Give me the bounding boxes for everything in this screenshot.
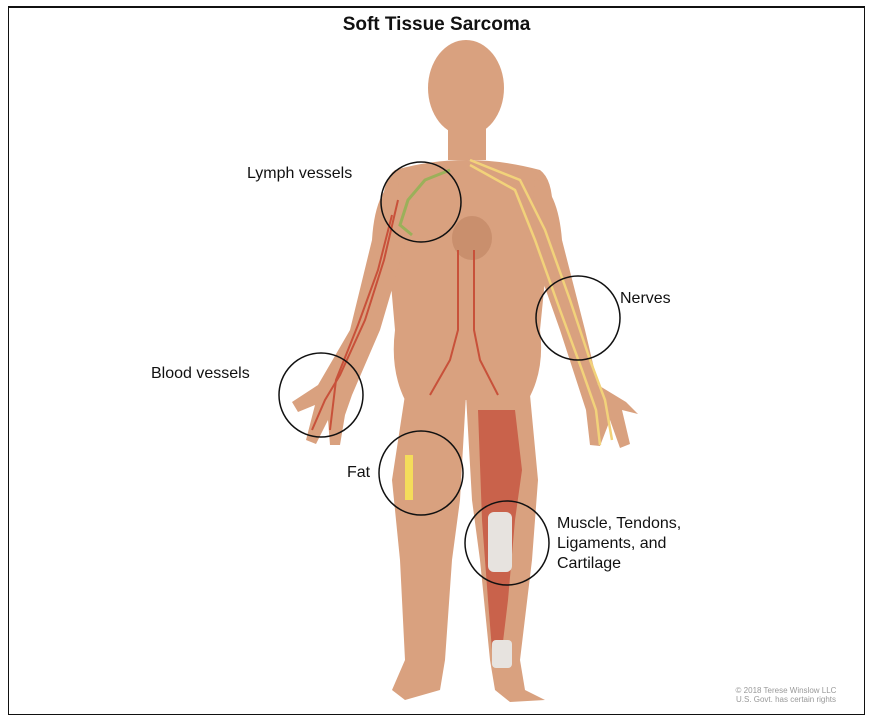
knee-bone [488, 512, 512, 572]
fat-strip [405, 455, 413, 500]
head [428, 40, 504, 136]
label-muscle-tendons: Muscle, Tendons, Ligaments, and Cartilag… [557, 514, 681, 574]
body-silhouette [292, 40, 638, 702]
right-arm [530, 178, 638, 448]
credit-line-2: U.S. Govt. has certain rights [706, 695, 866, 704]
credit-line-1: © 2018 Terese Winslow LLC [706, 686, 866, 695]
left-leg [392, 395, 466, 700]
neck [448, 125, 486, 160]
left-arm [292, 178, 405, 445]
label-muscle-line-2: Ligaments, and [557, 534, 681, 554]
label-muscle-line-3: Cartilage [557, 554, 681, 574]
label-blood-vessels: Blood vessels [151, 364, 250, 384]
label-muscle-line-1: Muscle, Tendons, [557, 514, 681, 534]
copyright-credit: © 2018 Terese Winslow LLC U.S. Govt. has… [706, 686, 866, 704]
label-nerves: Nerves [620, 289, 671, 309]
label-lymph-vessels: Lymph vessels [247, 164, 352, 184]
ankle-bone [492, 640, 512, 668]
label-fat: Fat [347, 463, 370, 483]
